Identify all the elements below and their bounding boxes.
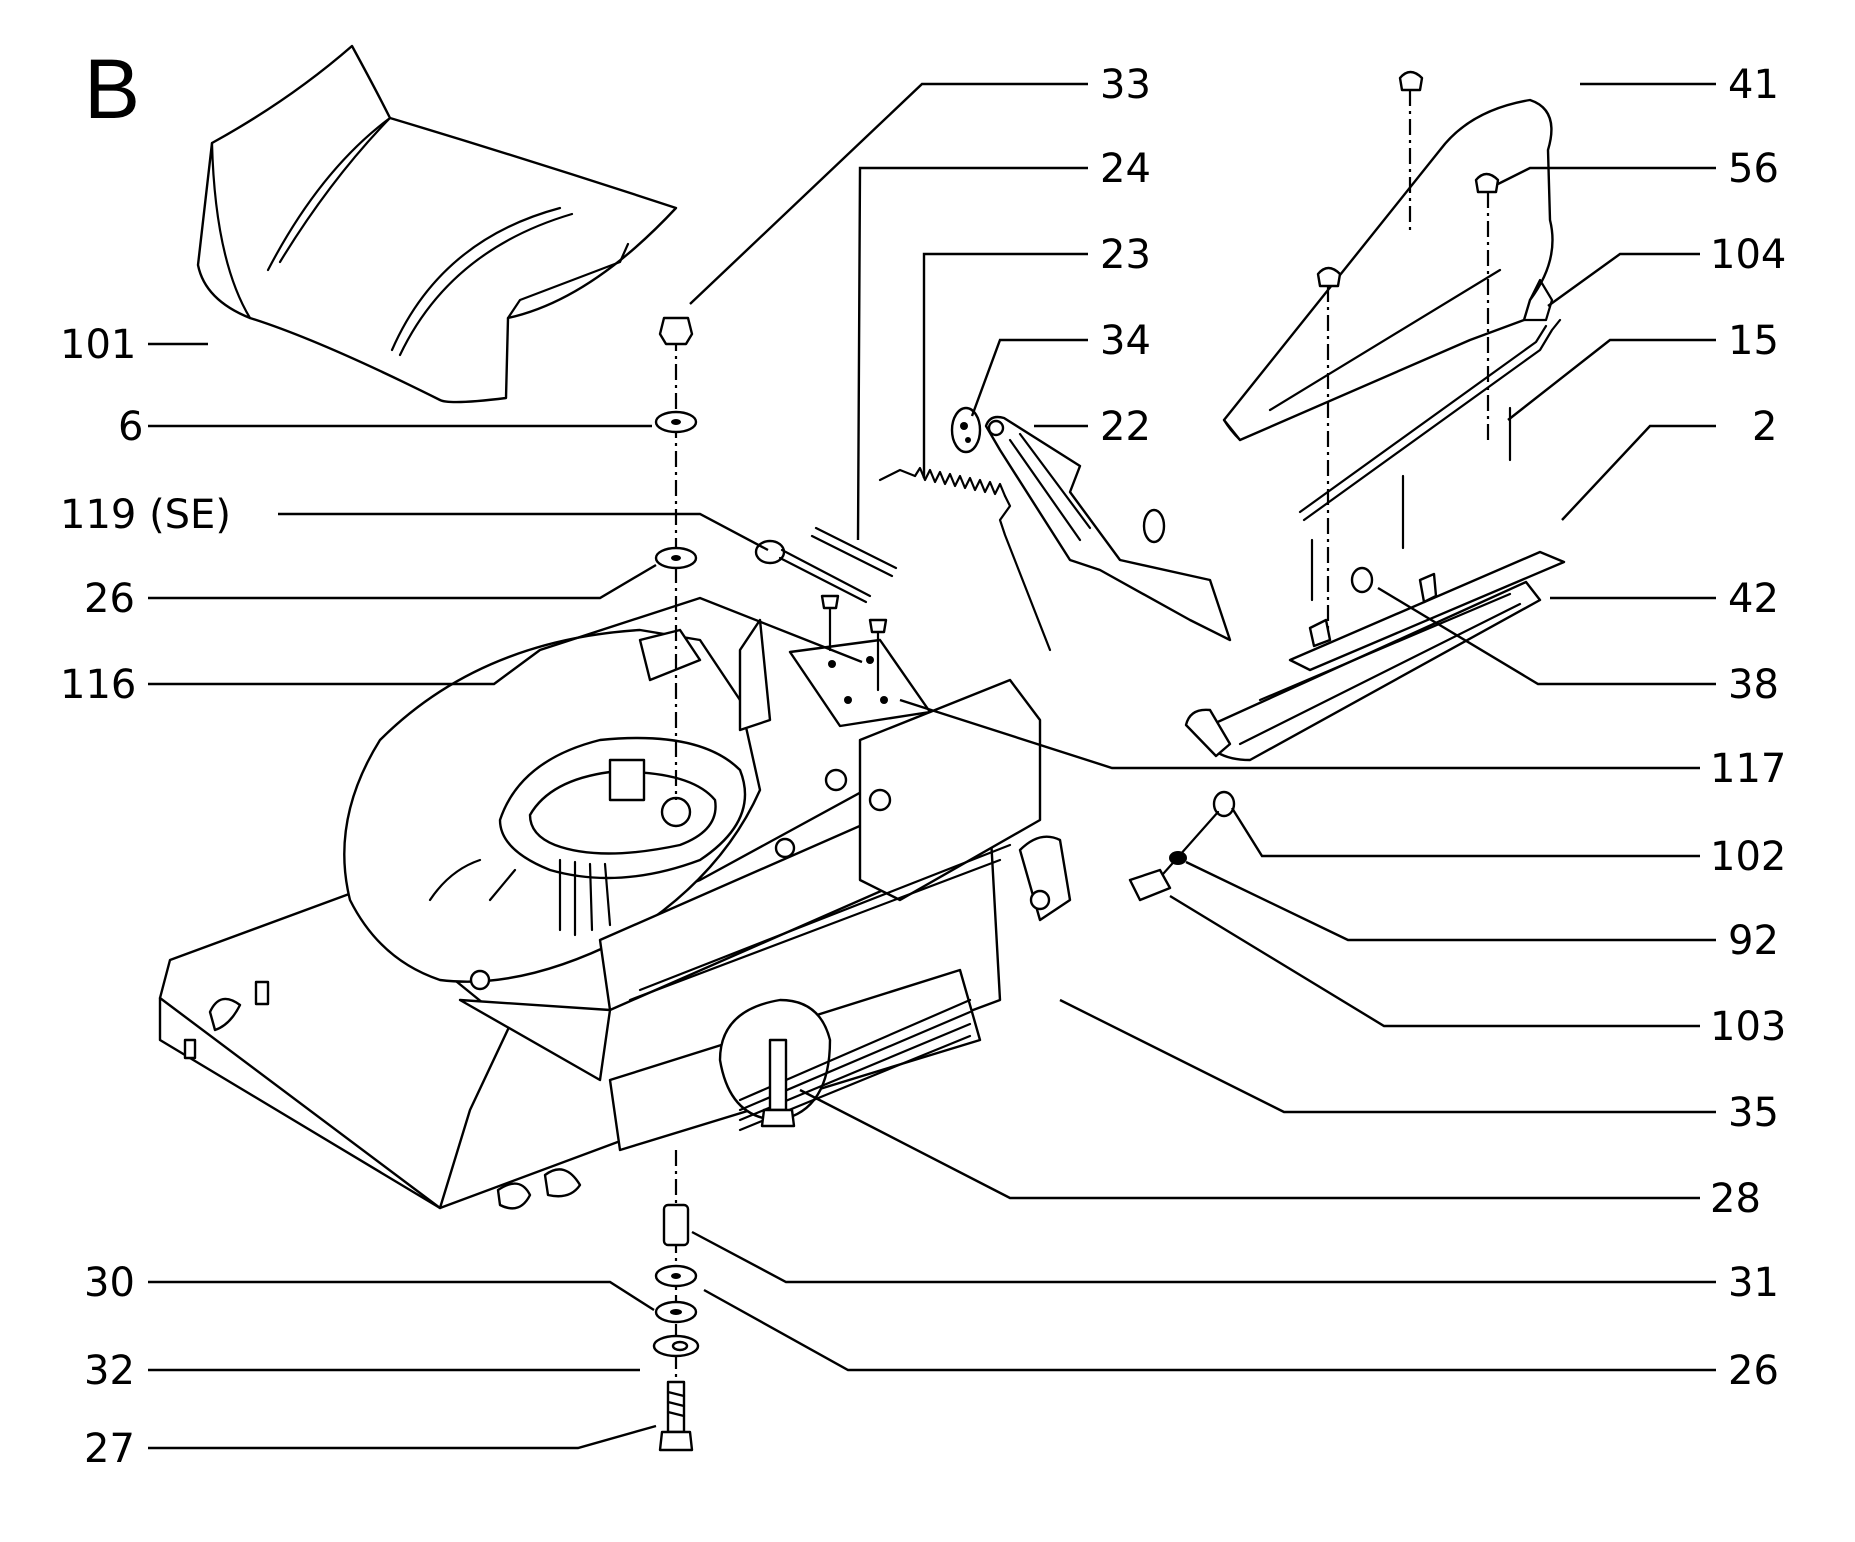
callout-2: 2 xyxy=(1752,404,1777,450)
callout-24: 24 xyxy=(1100,146,1151,192)
callout-104: 104 xyxy=(1710,232,1786,278)
part-119-pin xyxy=(754,539,872,604)
part-30-washer xyxy=(654,1300,698,1324)
part-41-rear-cover xyxy=(1222,98,1554,442)
callout-27: 27 xyxy=(84,1426,135,1472)
callout-22: 22 xyxy=(1100,404,1151,450)
part-15-bolts xyxy=(1310,406,1512,602)
section-letter: B xyxy=(84,42,140,136)
part-26-washer-lower xyxy=(654,1264,698,1288)
callout-26-lower: 26 xyxy=(1728,1348,1779,1394)
callout-41: 41 xyxy=(1728,62,1779,108)
callout-30: 30 xyxy=(84,1260,135,1306)
mower-deck xyxy=(158,618,1072,1210)
part-31-spacer xyxy=(662,1203,690,1247)
callout-117: 117 xyxy=(1710,746,1786,792)
part-38-bushing xyxy=(1308,566,1374,648)
part-104-rod xyxy=(1298,318,1562,522)
callout-38: 38 xyxy=(1728,662,1779,708)
callout-23: 23 xyxy=(1100,232,1151,278)
callout-15: 15 xyxy=(1728,318,1779,364)
callout-26-upper: 26 xyxy=(84,576,135,622)
part-92-washer xyxy=(1169,851,1187,865)
part-103-clip xyxy=(1128,868,1172,902)
part-32-lock-washer xyxy=(652,1334,700,1358)
callout-119: 119 (SE) xyxy=(60,492,231,538)
callout-33: 33 xyxy=(1100,62,1151,108)
part-56-screws xyxy=(1316,70,1500,640)
leader-lines xyxy=(148,82,1716,1450)
callout-103: 103 xyxy=(1710,1004,1786,1050)
part-28-bolt xyxy=(760,1038,796,1128)
callout-6: 6 xyxy=(118,404,143,450)
part-42-channel xyxy=(1184,580,1542,762)
callout-92: 92 xyxy=(1728,918,1779,964)
part-24-rod xyxy=(810,526,898,578)
callout-34: 34 xyxy=(1100,318,1151,364)
callout-35: 35 xyxy=(1728,1090,1779,1136)
part-26-washer-upper xyxy=(654,546,698,570)
callout-101: 101 xyxy=(60,322,136,368)
callout-labels: 101 6 119 (SE) 26 116 30 32 27 33 24 23 … xyxy=(60,62,1786,1472)
part-101-cover xyxy=(196,44,678,404)
part-34-clip xyxy=(950,406,982,454)
callout-32: 32 xyxy=(84,1348,135,1394)
callout-31: 31 xyxy=(1728,1260,1779,1306)
callout-102: 102 xyxy=(1710,834,1786,880)
part-33-nut xyxy=(658,316,694,346)
part-27-bolt xyxy=(658,1380,694,1452)
part-22-lever xyxy=(984,415,1232,642)
part-6-washer xyxy=(654,410,698,434)
callout-116: 116 xyxy=(60,662,136,708)
callout-28: 28 xyxy=(1710,1176,1761,1222)
part-23-spring xyxy=(878,466,1052,652)
callout-42: 42 xyxy=(1728,576,1779,622)
callout-56: 56 xyxy=(1728,146,1779,192)
part-2-bracket xyxy=(1288,550,1566,672)
part-117-plate xyxy=(788,594,932,728)
